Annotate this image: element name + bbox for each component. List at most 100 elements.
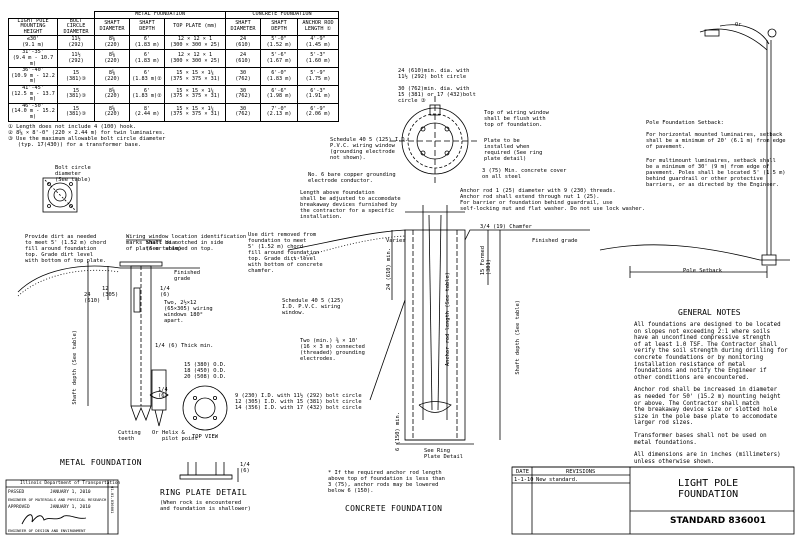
general-note: Anchor rod shall be increased in diamete… xyxy=(634,387,781,427)
foundation-table-wrap: METAL FOUNDATION CONCRETE FOUNDATION LIG… xyxy=(8,11,339,148)
table-cell: 15 × 15 × 1¼ (375 × 375 × 31) xyxy=(164,102,226,122)
table-cell: 6' (1.83 m) xyxy=(129,35,165,51)
concrete-ground-left xyxy=(287,229,406,251)
setback-paragraph-1: For horizontal mounted luminaires, setba… xyxy=(646,132,786,150)
table-cell: 4'-9" (1.45 m) xyxy=(297,35,339,51)
concrete-cover-note: 3 (75) Min. concrete cover on all steel xyxy=(482,168,567,180)
metal-dim-bottom: 1/4 (6) xyxy=(158,387,168,399)
general-note: Transformer bases shall not be used on m… xyxy=(634,432,767,446)
concrete-window-note: Top of wiring window shall be flush with… xyxy=(484,110,549,128)
metal-or: Or xyxy=(152,430,159,436)
idot-agency: Illinois Department of Transportation xyxy=(20,481,121,486)
concrete-pvc2: Schedule 40 5 (125) I.D. P.V.C. wiring w… xyxy=(282,298,344,316)
table-cell: 6' (1.83 m)② xyxy=(129,84,165,104)
table-cell: 11½ (292) xyxy=(57,35,95,51)
table-cell: 12 × 12 × 1 (300 × 300 × 25) xyxy=(164,35,226,51)
table-cell: 6'-9" (2.06 m) xyxy=(297,102,339,122)
table-cell: 7'-0" (2.13 m) xyxy=(260,102,298,122)
ring-plate-title: RING PLATE DETAIL xyxy=(160,488,247,497)
bolt-circle-plate-icon xyxy=(42,177,78,213)
metal-dirt-note: Provide dirt as needed to meet 5' (1.52 … xyxy=(25,234,107,264)
signature-icon xyxy=(21,514,87,525)
concrete-top-dims: 24 (610)min. dia. with 11½ (292) bolt ci… xyxy=(398,68,476,104)
general-note: All dimensions are in inches (millimeter… xyxy=(634,452,781,465)
metal-cutting-teeth: Cutting teeth xyxy=(118,430,141,442)
ring-dims: 15 (380) O.D. 18 (450) O.D. 20 (508) O.D… xyxy=(184,362,227,380)
metal-foundation-title: METAL FOUNDATION xyxy=(60,458,142,467)
concrete-grounding: Two (min.) ⅜ × 10' (16 × 3 m) connected … xyxy=(300,338,365,362)
metal-dim-quarter: 1/4 (6) xyxy=(160,286,170,298)
ring-dim-quarter: 1/4 (6) xyxy=(240,462,250,474)
helix-icon xyxy=(149,369,169,427)
metal-shaft-dia: Shaft dia. (See table) xyxy=(146,240,182,252)
metal-dim-24: 24 (610) xyxy=(84,292,101,304)
concrete-plate-note: Plate to be installed when required (See… xyxy=(484,138,543,162)
tb-revision: New standard. xyxy=(536,477,579,483)
concrete-ground-right xyxy=(464,229,590,241)
concrete-dirt-note: Use dirt removed from foundation to meet… xyxy=(248,232,323,274)
concrete-top-view xyxy=(390,96,480,186)
light-pole-icon xyxy=(599,24,790,278)
setback-or: Or xyxy=(735,22,742,28)
concrete-shaft-depth: Shaft depth (See table) xyxy=(515,300,521,375)
setback-title: Pole Foundation Setback: xyxy=(646,120,724,126)
footnote: ① Length does not include 4 (100) hook. xyxy=(8,123,137,130)
pole-setback-label: Pole Setback xyxy=(683,268,722,274)
general-notes-title: GENERAL NOTES xyxy=(678,308,741,317)
tb-title: LIGHT POLE FOUNDATION xyxy=(678,478,739,500)
idot-passed: PASSED xyxy=(8,490,25,495)
metal-helix: Helix & pilot point xyxy=(162,430,198,442)
concrete-anchor-len: Anchor rod length (See table) xyxy=(445,272,451,367)
concrete-min6: 6 (150) min. xyxy=(395,412,401,451)
concrete-pvc-note: Schedule 40 5 (125) I.D. P.V.C. wiring w… xyxy=(330,137,408,161)
idot-passed-date: JANUARY 1, 2010 xyxy=(50,490,91,495)
tb-date: 1-1-10 xyxy=(514,477,534,483)
metal-dim-12: 12 (305) xyxy=(102,286,119,298)
metal-finished-grade: Finished grade xyxy=(174,270,200,282)
concrete-varies: Varies xyxy=(386,238,406,244)
footnote: ② 8⅝ × 8'-0" (220 × 2.44 m) for twin lum… xyxy=(8,129,166,136)
table-row: 31'-35' (9.4 m - 10.7 m)11½ (292)8⅝ (220… xyxy=(8,49,339,69)
metal-thick-min: 1/4 (6) Thick min. xyxy=(155,343,214,349)
ring-bolt-notes: 9 (230) I.D. with 11½ (292) bolt circle … xyxy=(235,393,362,411)
ring-plate-section xyxy=(179,462,239,482)
setback-paragraph-2: For multimount luminaires, setback shall… xyxy=(646,158,786,188)
footnote: (typ. 17(430)) for a transformer base. xyxy=(8,141,142,148)
concrete-footnote: * If the required anchor rod length abov… xyxy=(328,470,445,494)
general-note: All foundations are designed to be locat… xyxy=(634,322,788,381)
tb-revisions-header: REVISIONS xyxy=(566,469,596,475)
bolt-circle-label: Bolt circle diameter (See table) xyxy=(55,165,91,183)
concrete-anchor-note: Anchor rod 1 (25) diameter with 9 (230) … xyxy=(460,188,645,212)
concrete-dim-24: 24 (610) min. xyxy=(386,248,392,291)
table-cell: 15 × 15 × 1¼ (375 × 375 × 31) xyxy=(164,84,226,104)
general-notes: All foundations are designed to be locat… xyxy=(634,322,800,471)
concrete-formed: 15 Formed (381) xyxy=(480,246,492,276)
concrete-shaft-icon xyxy=(369,205,474,445)
table-cell: 8⅝ (220) xyxy=(94,49,130,69)
ring-plate-top-view xyxy=(182,385,228,431)
ring-top-view: TOP VIEW xyxy=(192,434,218,440)
idot-approved-date: JANUARY 1, 2010 xyxy=(50,505,91,510)
table-cell: 8⅝ (220) xyxy=(94,102,130,122)
metal-ground-line xyxy=(17,265,200,293)
idot-approved: APPROVED xyxy=(8,505,30,510)
tb-date-header: DATE xyxy=(516,469,529,475)
table-cell: 15 × 15 × 1¼ (375 × 375 × 31) xyxy=(164,67,226,86)
idot-side-code: 01-01-836001 xyxy=(110,486,115,514)
idot-eng2: ENGINEER OF DESIGN AND ENVIRONMENT xyxy=(8,528,86,533)
concrete-finished-grade: Finished grade xyxy=(532,238,578,244)
concrete-length-note: Length above foundation shall be adjuste… xyxy=(300,190,401,220)
ring-plate-subtitle: (When rock is encountered and foundation… xyxy=(160,500,251,512)
concrete-ring-plate: See Ring Plate Detail xyxy=(424,448,463,460)
table-cell: 8' (2.44 m) xyxy=(129,102,165,122)
table-row: ≤30' (9.1 m)11½ (292)8⅝ (220)6' (1.83 m)… xyxy=(8,35,339,51)
table-cell: 6' (1.83 m)② xyxy=(129,67,165,86)
metal-shaft-icon xyxy=(119,261,163,422)
metal-windows-note: Two, 2½×12 (65×305) wiring windows 180° … xyxy=(164,300,213,324)
table-cell: 8⅝ (220) xyxy=(94,35,130,51)
metal-window-note: Wiring window location identification ma… xyxy=(126,234,247,252)
idot-eng1: ENGINEER OF MATERIALS AND PHYSICAL RESEA… xyxy=(8,497,107,502)
